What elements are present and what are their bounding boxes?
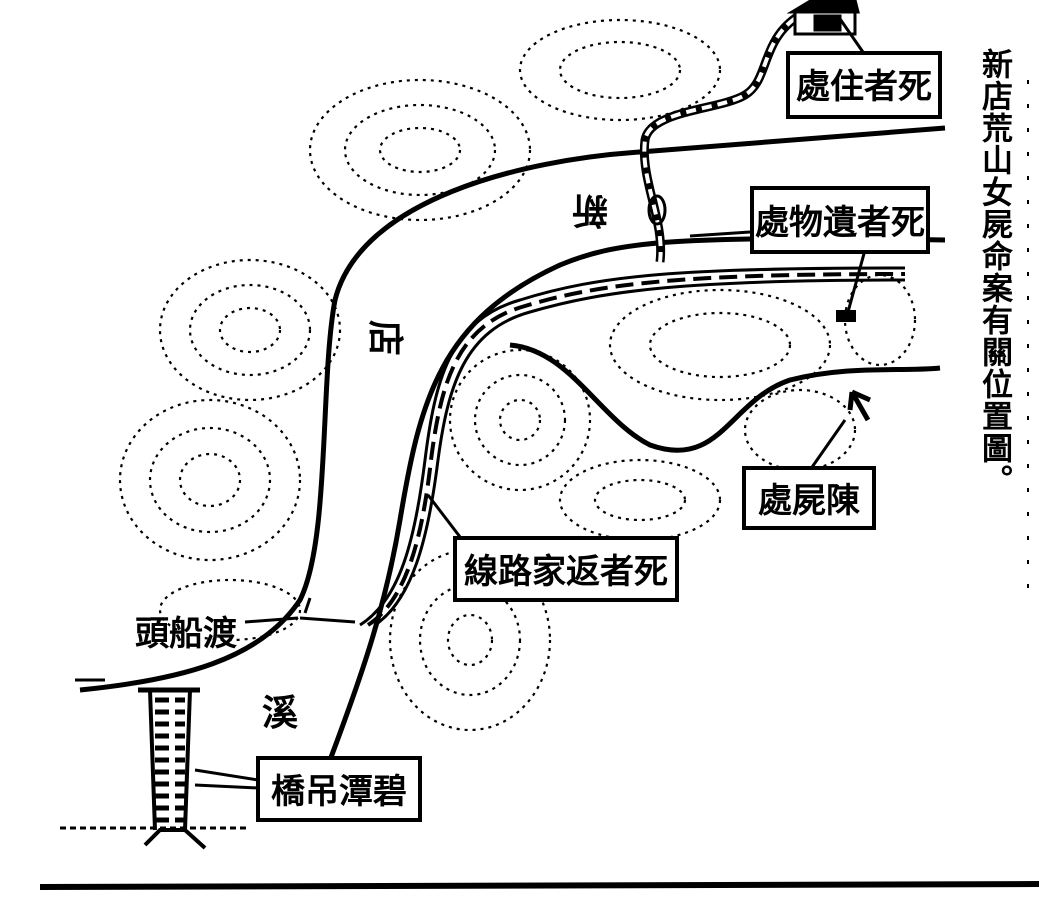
- river-name-char-2: 店: [364, 320, 405, 356]
- river-name-char-1: 新: [572, 189, 608, 230]
- label-route-home-text: 線路家返者死: [464, 552, 668, 592]
- hill-hatching: [118, 18, 917, 732]
- label-bridge-text: 橋吊潭碧: [271, 772, 407, 812]
- label-residence-text: 處住者死: [796, 67, 932, 107]
- belongings-marker-icon: [836, 310, 856, 322]
- label-body-site: 處屍陳: [742, 466, 876, 530]
- label-body-site-text: 處屍陳: [758, 481, 860, 521]
- label-ferry: 頭船渡: [135, 614, 237, 654]
- ferry-icon: [299, 597, 356, 624]
- label-route-home: 線路家返者死: [453, 536, 679, 602]
- suspension-bridge-icon: [60, 687, 250, 850]
- label-bridge: 橋吊潭碧: [256, 756, 422, 822]
- path-to-residence: [639, 11, 803, 263]
- body-site-arrow-icon: [847, 389, 872, 422]
- label-residence: 處住者死: [786, 51, 942, 119]
- label-belongings-text: 處物遺者死: [755, 203, 925, 243]
- map-caption: 新店荒山女屍命案有關位置圖。: [976, 48, 1012, 496]
- bottom-rule: [39, 881, 1039, 890]
- mountain-stream: [509, 342, 941, 453]
- river-name-char-3: 溪: [262, 693, 298, 734]
- label-belongings: 處物遺者死: [750, 186, 930, 254]
- route-home-path: [359, 266, 906, 627]
- leader-lines: [194, 15, 867, 790]
